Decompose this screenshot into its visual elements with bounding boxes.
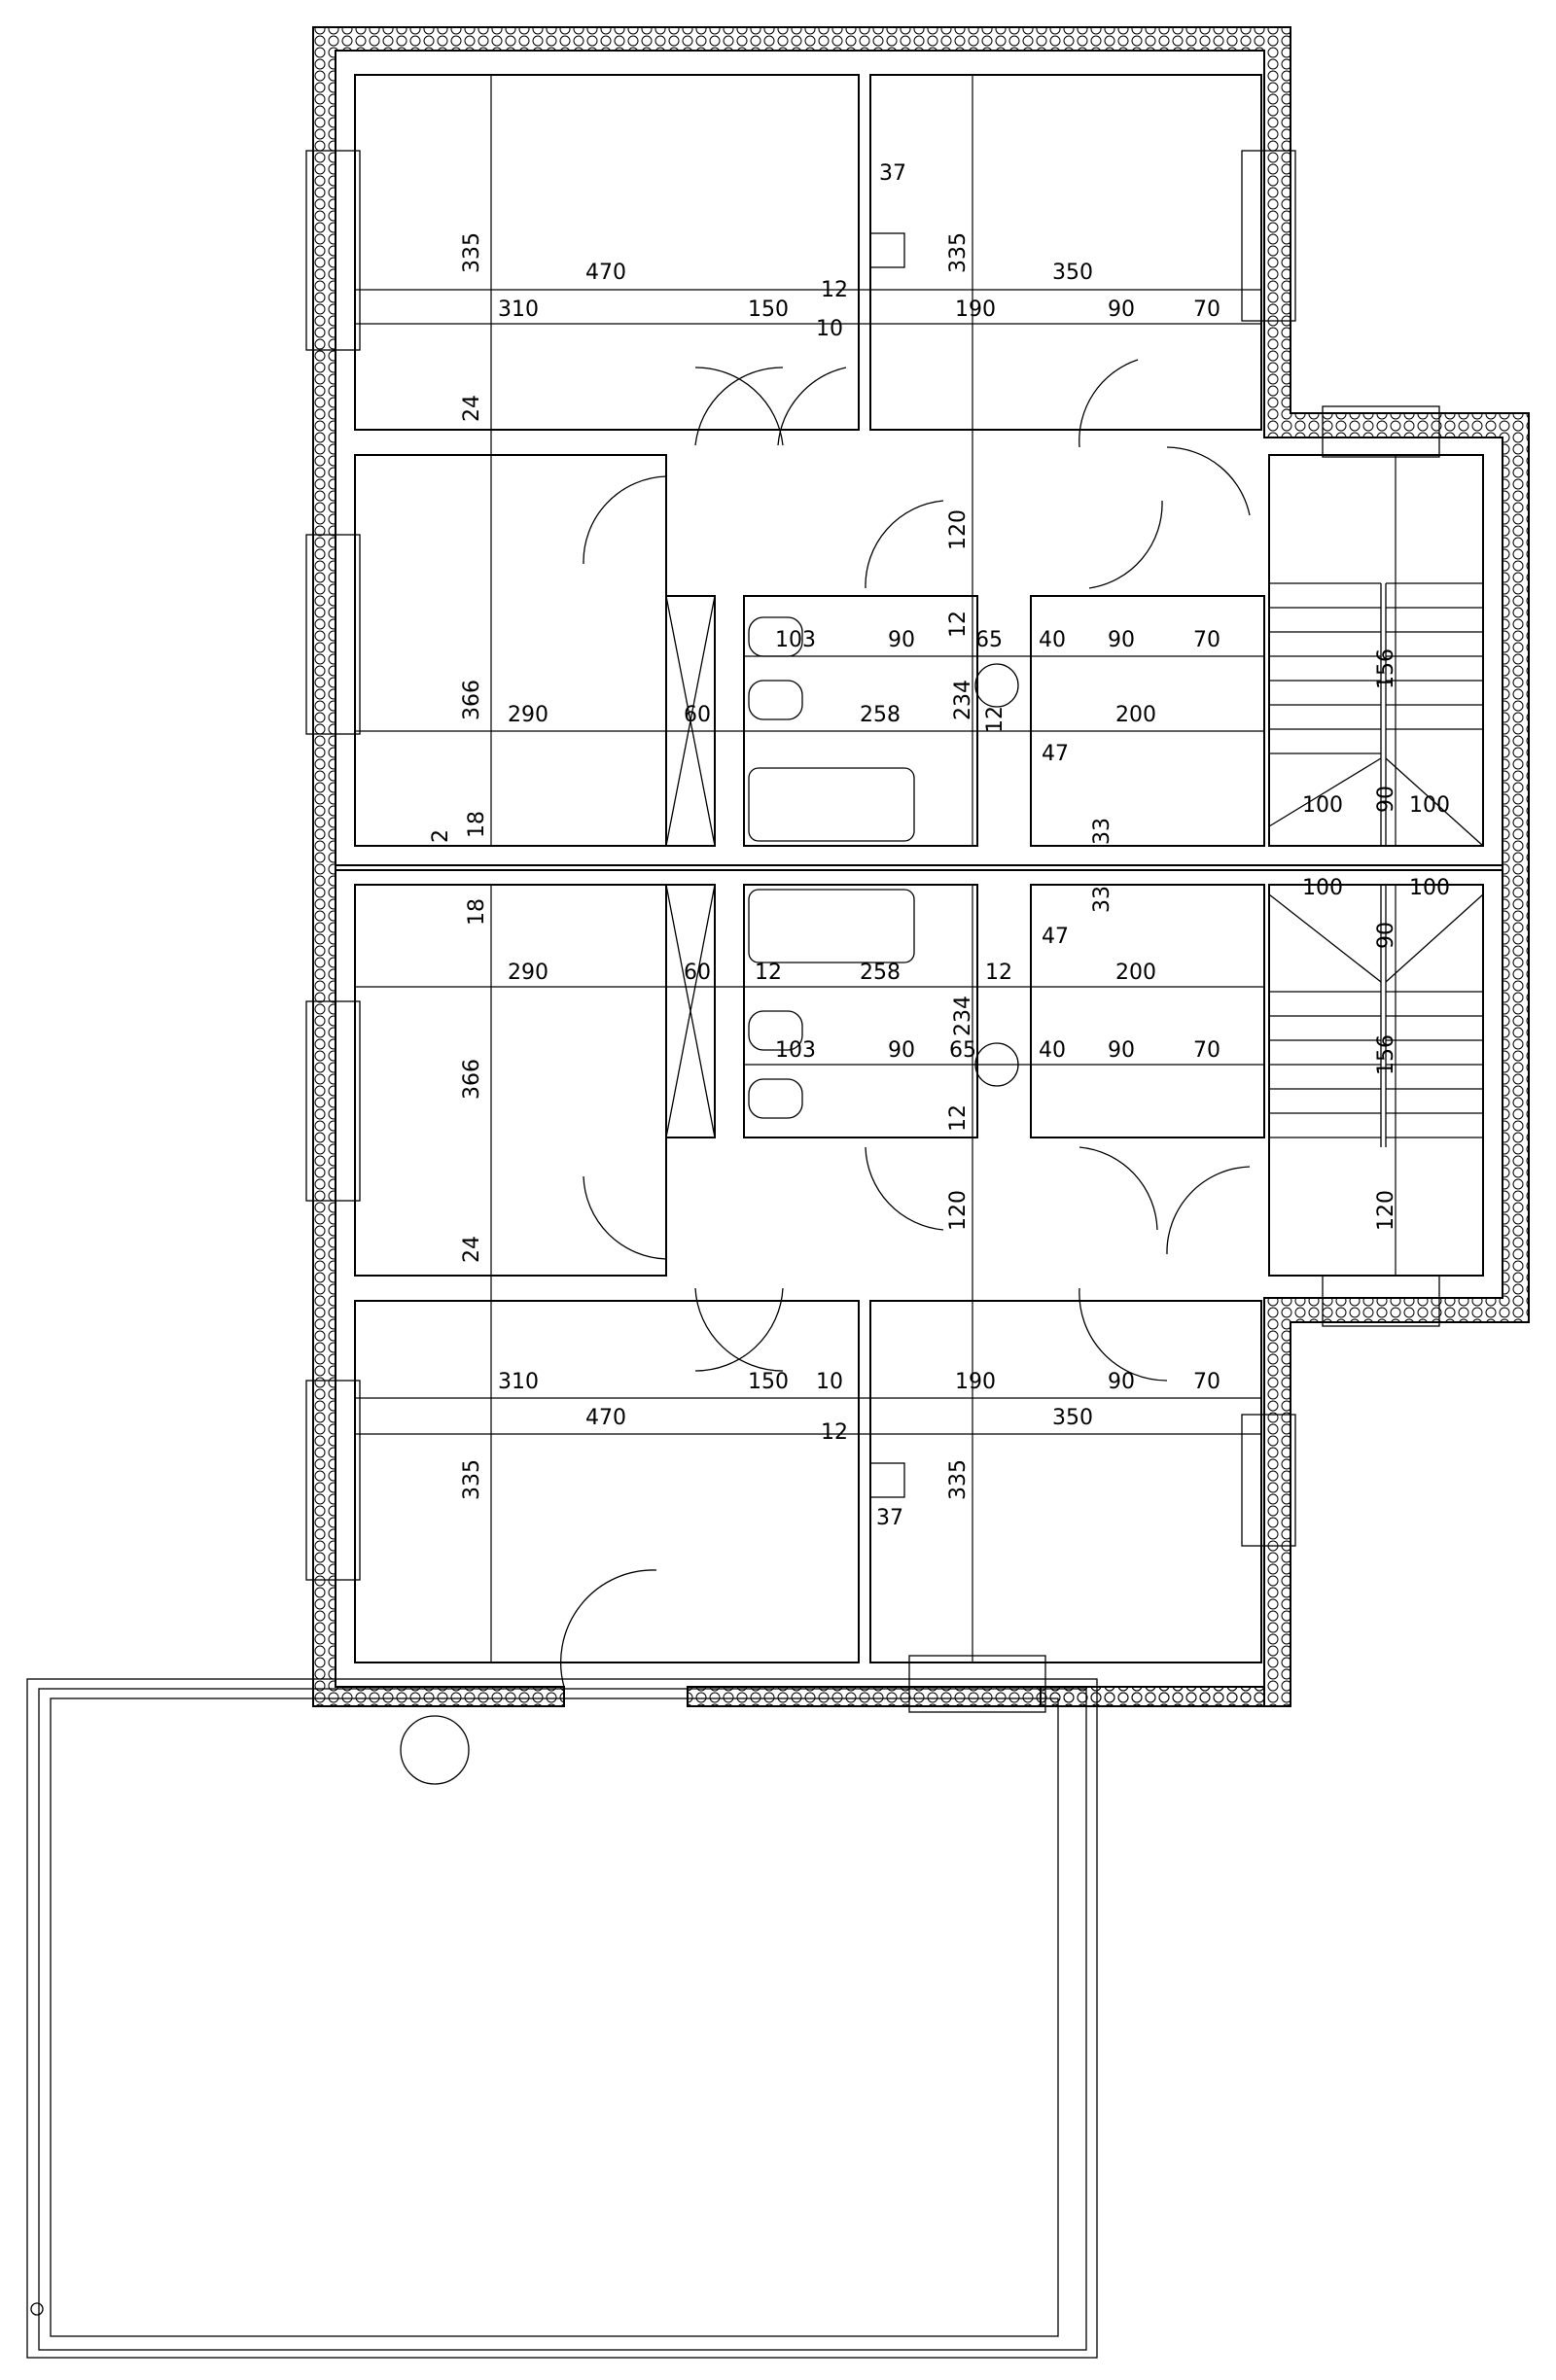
- dimension-label: 70: [1193, 628, 1220, 652]
- dimension-label: 40: [1039, 628, 1066, 652]
- dimension-label: 60: [684, 961, 711, 985]
- dimension-label: 150: [748, 1370, 789, 1394]
- dimension-label: 470: [585, 1406, 626, 1430]
- dimension-label: 12: [985, 961, 1012, 985]
- fixtures: [665, 232, 1019, 1498]
- dimension-label: 100: [1302, 876, 1343, 900]
- dimension-label: 65: [949, 1038, 976, 1063]
- windows: [305, 150, 1440, 1713]
- dimension-label: 37: [876, 1506, 903, 1530]
- dimension-label: 90: [888, 1038, 915, 1063]
- dimension-label: 12: [821, 1420, 848, 1445]
- dimension-label: 103: [775, 1038, 816, 1063]
- dimension-label: 234: [951, 680, 975, 720]
- dimension-label: 290: [508, 703, 548, 727]
- dimension-label: 234: [951, 996, 975, 1036]
- dimension-label: 350: [1052, 1406, 1093, 1430]
- dimension-label: 40: [1039, 1038, 1066, 1063]
- dimension-label: 12: [946, 1104, 971, 1132]
- dimension-label: 100: [1302, 793, 1343, 818]
- dimension-label: 70: [1193, 298, 1220, 322]
- dimension-label: 37: [879, 161, 906, 186]
- dimension-label: 65: [975, 628, 1003, 652]
- dimension-label: 310: [498, 1370, 539, 1394]
- dimension-label: 120: [1374, 1190, 1398, 1231]
- dimension-label: 2: [429, 829, 453, 843]
- dimension-label: 470: [585, 261, 626, 285]
- dimension-label: 290: [508, 961, 548, 985]
- toilet-icon: [748, 1078, 803, 1119]
- shower-icon: [665, 595, 716, 847]
- dimension-label: 200: [1115, 703, 1156, 727]
- dimension-label: 70: [1193, 1370, 1220, 1394]
- dimension-label: 366: [460, 1059, 484, 1100]
- dimension-label: 24: [460, 395, 484, 422]
- dimension-label: 335: [460, 1459, 484, 1500]
- exterior-walls: [312, 26, 1530, 1707]
- dimension-label: 12: [946, 611, 971, 638]
- stairs: [1268, 582, 1484, 1147]
- shower-icon: [665, 884, 716, 1138]
- dimension-label: 310: [498, 298, 539, 322]
- dimension-label: 150: [748, 298, 789, 322]
- dimension-label: 12: [755, 961, 782, 985]
- dimension-label: 90: [1374, 922, 1398, 949]
- dimension-label: 33: [1090, 886, 1114, 913]
- dimension-label: 335: [946, 1459, 971, 1500]
- dimension-label: 90: [1108, 1038, 1135, 1063]
- dimension-label: 10: [816, 1370, 843, 1394]
- dimension-label: 120: [946, 1190, 971, 1231]
- dimension-label: 200: [1115, 961, 1156, 985]
- dimension-label: 12: [821, 278, 848, 302]
- dimension-label: 120: [946, 509, 971, 550]
- sink-icon: [974, 663, 1019, 708]
- dimension-label: 258: [860, 703, 901, 727]
- dimension-label: 60: [684, 703, 711, 727]
- dimension-label: 258: [860, 961, 901, 985]
- chimney-icon: [869, 232, 905, 268]
- dimension-label: 90: [1374, 786, 1398, 813]
- dimension-label: 90: [1108, 628, 1135, 652]
- dimension-labels: 335 470 12 335 350 37 310 150 10 190 90 …: [429, 161, 1450, 1530]
- dimension-lines: [355, 75, 1397, 1662]
- dimension-label: 70: [1193, 1038, 1220, 1063]
- chimney-icon: [869, 1462, 905, 1498]
- bidet-icon: [748, 1010, 803, 1051]
- dimension-label: 47: [1042, 925, 1069, 949]
- dimension-label: 190: [955, 1370, 996, 1394]
- doors: [559, 359, 1251, 1688]
- dimension-label: 335: [946, 232, 971, 273]
- bathtub-icon: [748, 767, 915, 842]
- dimension-label: 10: [816, 317, 843, 341]
- dimension-label: 24: [460, 1236, 484, 1263]
- dimension-label: 47: [1042, 742, 1069, 766]
- dimension-label: 18: [465, 898, 489, 926]
- dimension-label: 100: [1409, 793, 1450, 818]
- dimension-label: 90: [1108, 1370, 1135, 1394]
- dimension-label: 90: [1108, 298, 1135, 322]
- terrace: [26, 1678, 1098, 2359]
- dimension-label: 335: [460, 232, 484, 273]
- dimension-label: 90: [888, 628, 915, 652]
- dimension-label: 156: [1374, 648, 1398, 689]
- dimension-label: 103: [775, 628, 816, 652]
- dimension-label: 18: [465, 811, 489, 838]
- dimension-label: 100: [1409, 876, 1450, 900]
- dimension-label: 350: [1052, 261, 1093, 285]
- dimension-label: 366: [460, 680, 484, 720]
- dimension-label: 33: [1090, 818, 1114, 845]
- bathtub-icon: [748, 889, 915, 963]
- dimension-label: 12: [983, 706, 1008, 733]
- dimension-label: 190: [955, 298, 996, 322]
- dimension-label: 156: [1374, 1034, 1398, 1075]
- toilet-icon: [748, 680, 803, 720]
